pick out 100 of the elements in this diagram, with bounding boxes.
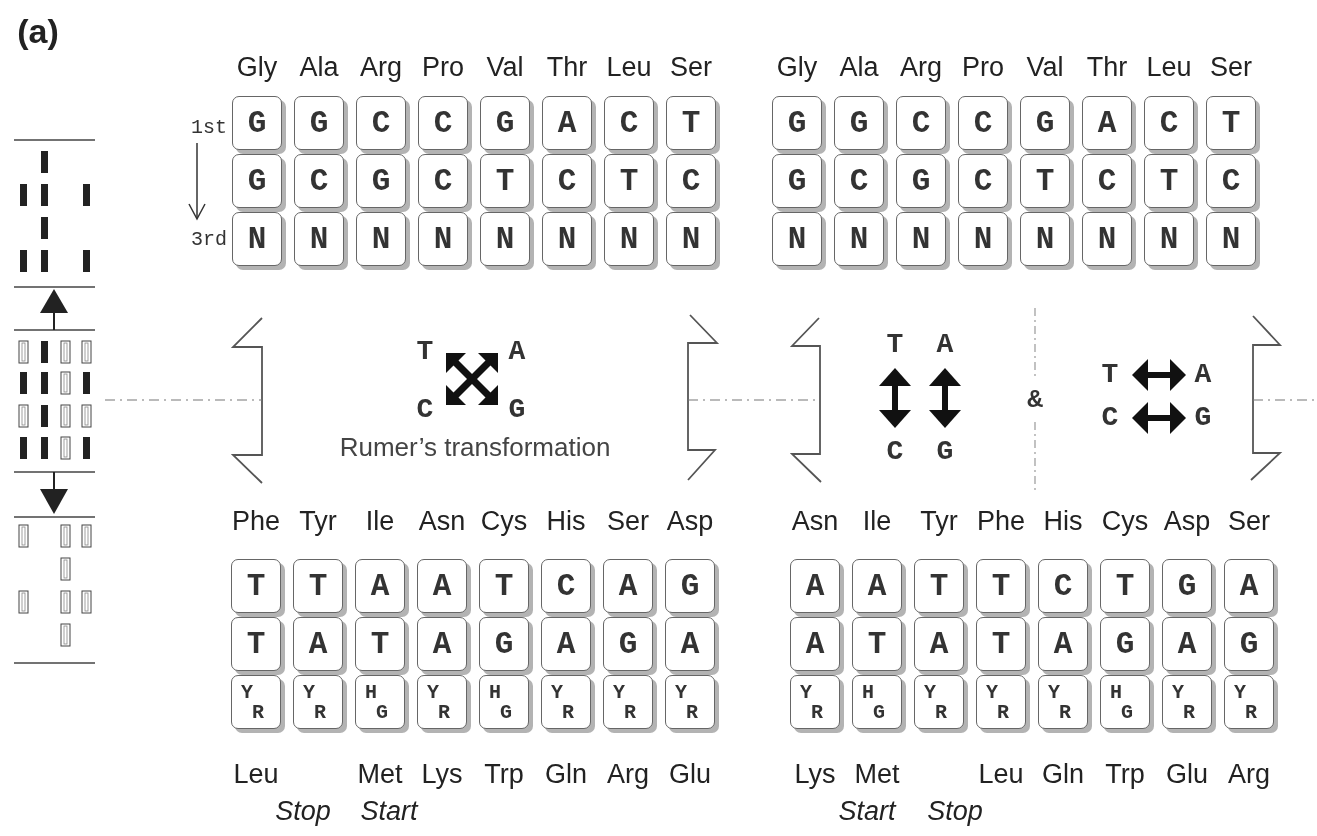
base-letter: N — [1221, 223, 1241, 255]
base-letter: N — [1097, 223, 1117, 255]
amino-acid-name: Arg — [1228, 760, 1270, 790]
base-letter: A — [1053, 628, 1073, 660]
amino-acid-name: Gln — [1042, 760, 1084, 790]
base-letter: A — [680, 628, 700, 660]
base-letter: H — [1110, 683, 1122, 703]
base-letter: A — [1239, 570, 1259, 602]
base-letter: G — [1239, 628, 1259, 660]
amino-acid-name: Met — [854, 760, 900, 790]
base-letter: Y — [241, 683, 253, 703]
base-letter: G — [849, 107, 869, 139]
amino-acid-name: Arg — [360, 53, 402, 83]
amino-acid-name: Pro — [962, 53, 1004, 83]
position-label: 1st — [191, 117, 227, 139]
base-letter: C — [619, 107, 639, 139]
base-letter: H — [365, 683, 377, 703]
base-letter: T — [886, 329, 904, 361]
base-letter: C — [1159, 107, 1179, 139]
base-letter: C — [681, 165, 701, 197]
base-letter: A — [867, 570, 887, 602]
base-letter: T — [991, 570, 1011, 602]
base-letter: A — [370, 570, 390, 602]
amino-acid-name: Tyr — [920, 507, 958, 537]
base-letter: A — [618, 570, 638, 602]
base-letter: T — [1159, 165, 1179, 197]
base-letter: R — [562, 703, 574, 723]
amino-acid-name: His — [546, 507, 586, 537]
amino-acid-name: Thr — [546, 53, 588, 83]
base-letter: Y — [551, 683, 563, 703]
base-letter: N — [681, 223, 701, 255]
amino-acid-name: Val — [486, 53, 524, 83]
base-letter: G — [309, 107, 329, 139]
position-label: 3rd — [191, 229, 227, 251]
amino-acid-name: Lys — [421, 760, 463, 790]
codon-role-label: Start — [360, 797, 418, 827]
base-letter: G — [376, 703, 388, 723]
base-letter: A — [508, 336, 526, 368]
base-letter: N — [557, 223, 577, 255]
base-letter: T — [929, 570, 949, 602]
base-letter: A — [432, 570, 452, 602]
base-letter: N — [787, 223, 807, 255]
base-letter: N — [849, 223, 869, 255]
base-letter: T — [308, 570, 328, 602]
base-letter: R — [997, 703, 1009, 723]
base-letter: Y — [303, 683, 315, 703]
base-letter: T — [495, 165, 515, 197]
amino-acid-name: Cys — [480, 507, 528, 537]
base-letter: G — [371, 165, 391, 197]
amino-acid-name: Ile — [862, 507, 892, 537]
base-letter: G — [1035, 107, 1055, 139]
base-letter: C — [1101, 402, 1119, 434]
amino-acid-name: Val — [1026, 53, 1064, 83]
base-letter: H — [862, 683, 874, 703]
codon-role-label: Stop — [927, 797, 983, 827]
base-letter: G — [1177, 570, 1197, 602]
base-letter: A — [936, 329, 954, 361]
amino-acid-name: Leu — [1146, 53, 1192, 83]
base-letter: H — [489, 683, 501, 703]
base-letter: C — [1053, 570, 1073, 602]
base-letter: G — [936, 436, 954, 468]
base-letter: R — [438, 703, 450, 723]
base-letter: C — [433, 165, 453, 197]
base-letter: N — [433, 223, 453, 255]
base-letter: A — [432, 628, 452, 660]
amino-acid-name: Trp — [1105, 760, 1145, 790]
amino-acid-name: Cys — [1101, 507, 1149, 537]
amino-acid-name: Pro — [422, 53, 464, 83]
base-letter: C — [371, 107, 391, 139]
base-letter: G — [247, 107, 267, 139]
base-letter: C — [886, 436, 904, 468]
amino-acid-name: Ser — [1228, 507, 1270, 537]
base-letter: N — [1035, 223, 1055, 255]
amino-acid-name: Asn — [791, 507, 839, 537]
base-letter: N — [309, 223, 329, 255]
base-letter: T — [1035, 165, 1055, 197]
base-letter: C — [911, 107, 931, 139]
base-letter: T — [681, 107, 701, 139]
amino-acid-name: His — [1043, 507, 1083, 537]
base-letter: G — [787, 165, 807, 197]
base-letter: G — [1194, 402, 1212, 434]
base-letter: R — [624, 703, 636, 723]
base-letter: G — [1115, 628, 1135, 660]
base-letter: Y — [427, 683, 439, 703]
base-letter: T — [246, 628, 266, 660]
base-letter: C — [849, 165, 869, 197]
codon-role-label: Start — [838, 797, 896, 827]
amino-acid-name: Asp — [666, 507, 714, 537]
amino-acid-name: Asn — [418, 507, 466, 537]
base-letter: G — [911, 165, 931, 197]
base-letter: N — [371, 223, 391, 255]
base-letter: A — [929, 628, 949, 660]
base-letter: Y — [986, 683, 998, 703]
base-letter: C — [1221, 165, 1241, 197]
amino-acid-name: Thr — [1086, 53, 1128, 83]
base-letter: R — [1245, 703, 1257, 723]
amino-acid-name: Ser — [670, 53, 712, 83]
ampersand: & — [1027, 385, 1043, 415]
base-letter: R — [1183, 703, 1195, 723]
amino-acid-name: Trp — [484, 760, 524, 790]
